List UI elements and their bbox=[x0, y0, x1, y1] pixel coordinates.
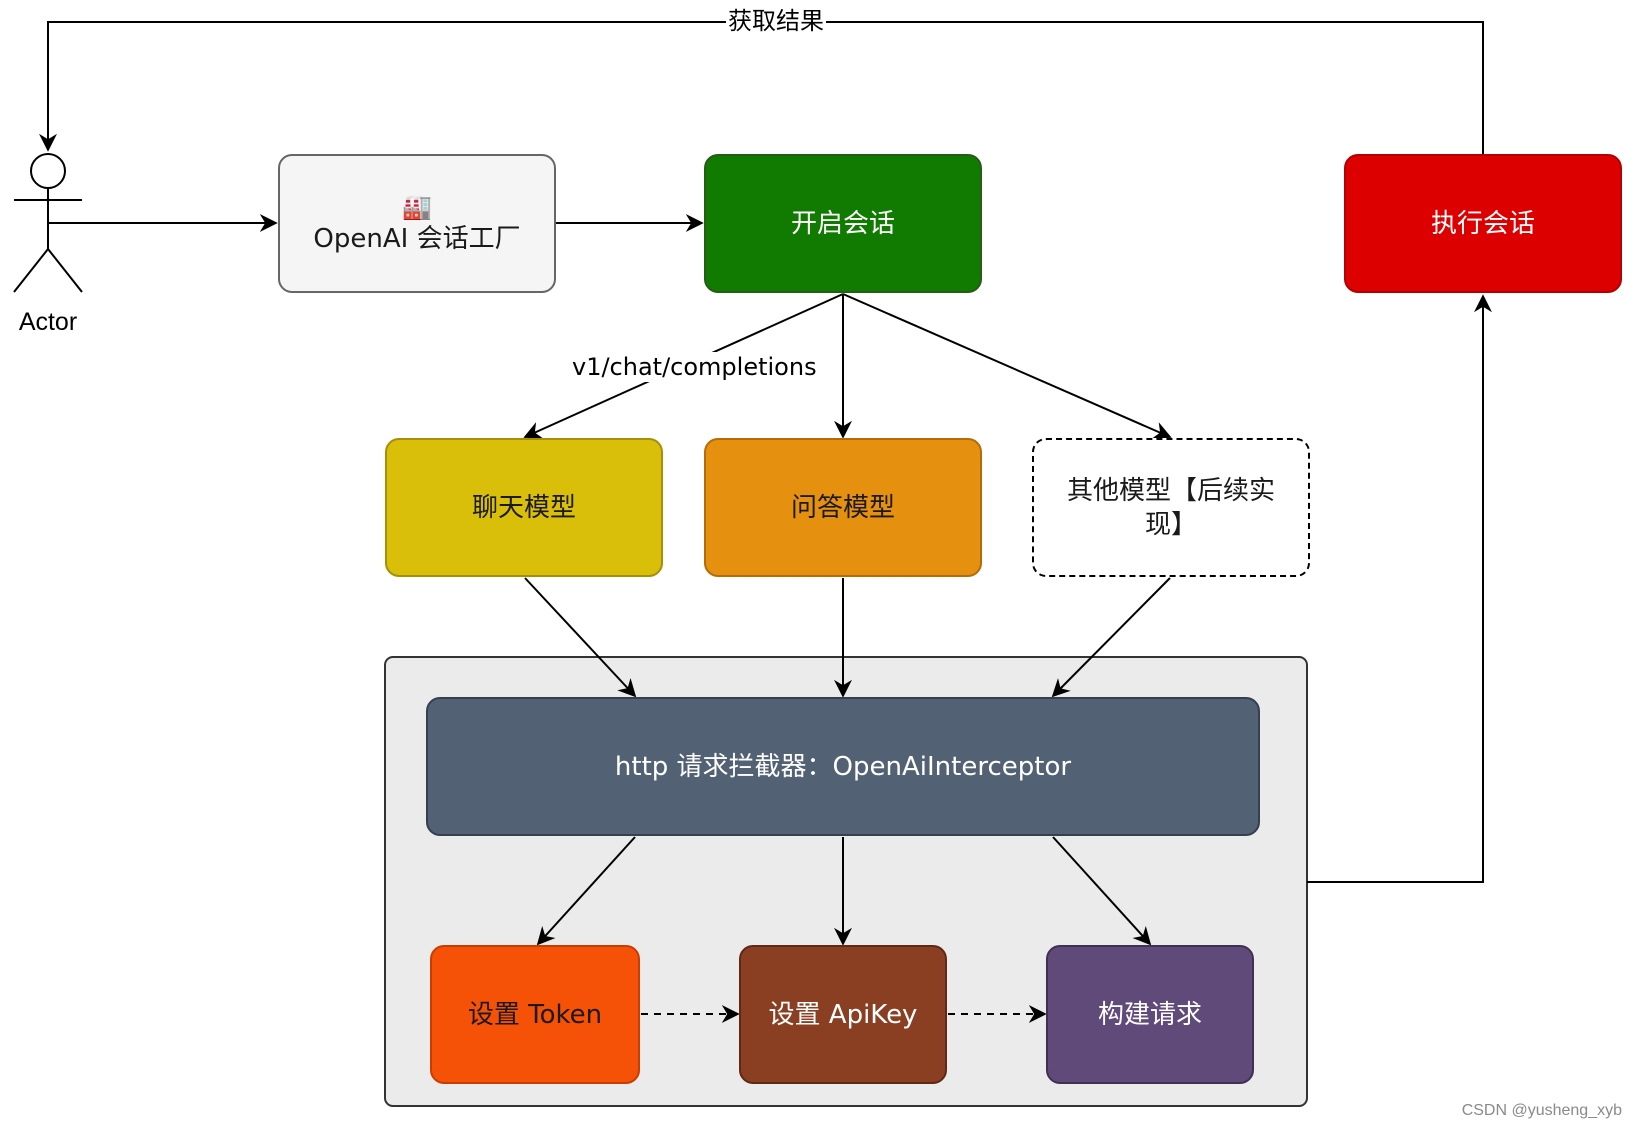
open-session-label: 开启会话 bbox=[790, 208, 895, 239]
factory-icon: 🏭 bbox=[402, 192, 432, 221]
edge-result-to-actor bbox=[39, 21, 1484, 154]
actor-label: Actor bbox=[18, 308, 78, 336]
chat-model-node[interactable]: 聊天模型 bbox=[385, 438, 663, 577]
edge-label-get-result: 获取结果 bbox=[726, 6, 826, 36]
other-model-node[interactable]: 其他模型【后续实现】 bbox=[1032, 438, 1310, 577]
watermark: CSDN @yusheng_xyb bbox=[1461, 1102, 1622, 1119]
edge-chat-to-interceptor bbox=[524, 577, 637, 698]
edge-interceptor-to-token bbox=[536, 836, 636, 946]
factory-label: OpenAI 会话工厂 bbox=[313, 223, 521, 254]
other-model-label: 其他模型【后续实现】 bbox=[1066, 475, 1275, 540]
open-session-node[interactable]: 开启会话 bbox=[704, 154, 982, 293]
build-request-node[interactable]: 构建请求 bbox=[1046, 945, 1254, 1084]
set-token-node[interactable]: 设置 Token bbox=[430, 945, 640, 1084]
edge-open-to-other bbox=[842, 293, 1172, 439]
interceptor-label: http 请求拦截器：OpenAiInterceptor bbox=[614, 751, 1072, 782]
set-token-label: 设置 Token bbox=[467, 999, 603, 1030]
set-apikey-label: 设置 ApiKey bbox=[768, 999, 918, 1030]
set-apikey-node[interactable]: 设置 ApiKey bbox=[739, 945, 947, 1084]
qa-model-label: 问答模型 bbox=[790, 492, 895, 523]
edge-group-to-exec bbox=[1307, 294, 1492, 883]
qa-model-node[interactable]: 问答模型 bbox=[704, 438, 982, 577]
exec-session-node[interactable]: 执行会话 bbox=[1344, 154, 1622, 293]
exec-session-label: 执行会话 bbox=[1430, 208, 1535, 239]
build-request-label: 构建请求 bbox=[1097, 999, 1202, 1030]
edge-interceptor-to-build bbox=[1052, 836, 1152, 946]
edge-label-chat-endpoint: v1/chat/completions bbox=[570, 352, 819, 382]
factory-node[interactable]: 🏭 OpenAI 会话工厂 bbox=[278, 154, 556, 293]
interceptor-node[interactable]: http 请求拦截器：OpenAiInterceptor bbox=[426, 697, 1260, 836]
edge-other-to-interceptor bbox=[1051, 577, 1171, 698]
chat-model-label: 聊天模型 bbox=[471, 492, 576, 523]
actor-icon bbox=[13, 153, 83, 293]
